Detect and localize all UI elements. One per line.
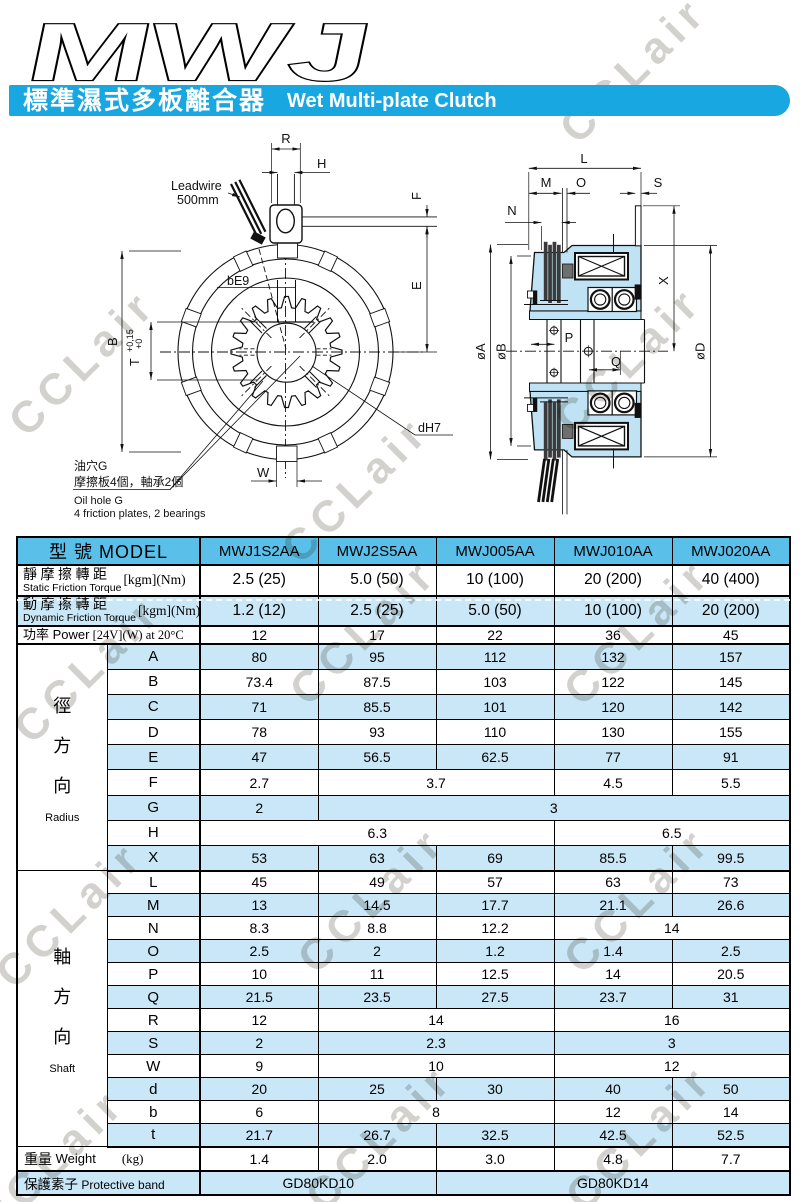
svg-text:M: M [541,175,552,190]
svg-text:Leadwire: Leadwire [171,179,222,193]
svg-text:H: H [317,156,326,171]
svg-text:dH7: dH7 [418,421,441,435]
svg-text:F: F [409,192,424,200]
svg-text:+0: +0 [134,339,144,349]
svg-text:W: W [257,465,270,480]
svg-text:O: O [576,175,586,190]
svg-text:L: L [580,151,587,166]
svg-text:B: B [105,337,120,346]
svg-text:R: R [281,131,290,146]
svg-text:摩擦板4個，軸承2個: 摩擦板4個，軸承2個 [74,474,183,489]
svg-text:P: P [565,330,574,345]
svg-text:øA: øA [473,343,488,360]
svg-text:+0,15: +0,15 [125,329,135,352]
svg-text:øB: øB [494,343,509,360]
svg-text:T: T [128,358,142,366]
svg-text:500mm: 500mm [177,193,219,207]
svg-text:Q: Q [611,354,621,369]
svg-text:N: N [507,203,516,218]
svg-text:MWJ: MWJ [21,7,377,97]
svg-text:S: S [654,175,663,190]
svg-text:油穴G: 油穴G [74,458,107,473]
svg-text:bE9: bE9 [227,274,249,288]
svg-text:X: X [656,276,671,285]
svg-text:4 friction plates, 2 bearings: 4 friction plates, 2 bearings [74,508,206,520]
svg-text:E: E [409,281,424,290]
svg-text:Oil hole G: Oil hole G [74,495,123,507]
svg-text:øD: øD [693,343,708,360]
